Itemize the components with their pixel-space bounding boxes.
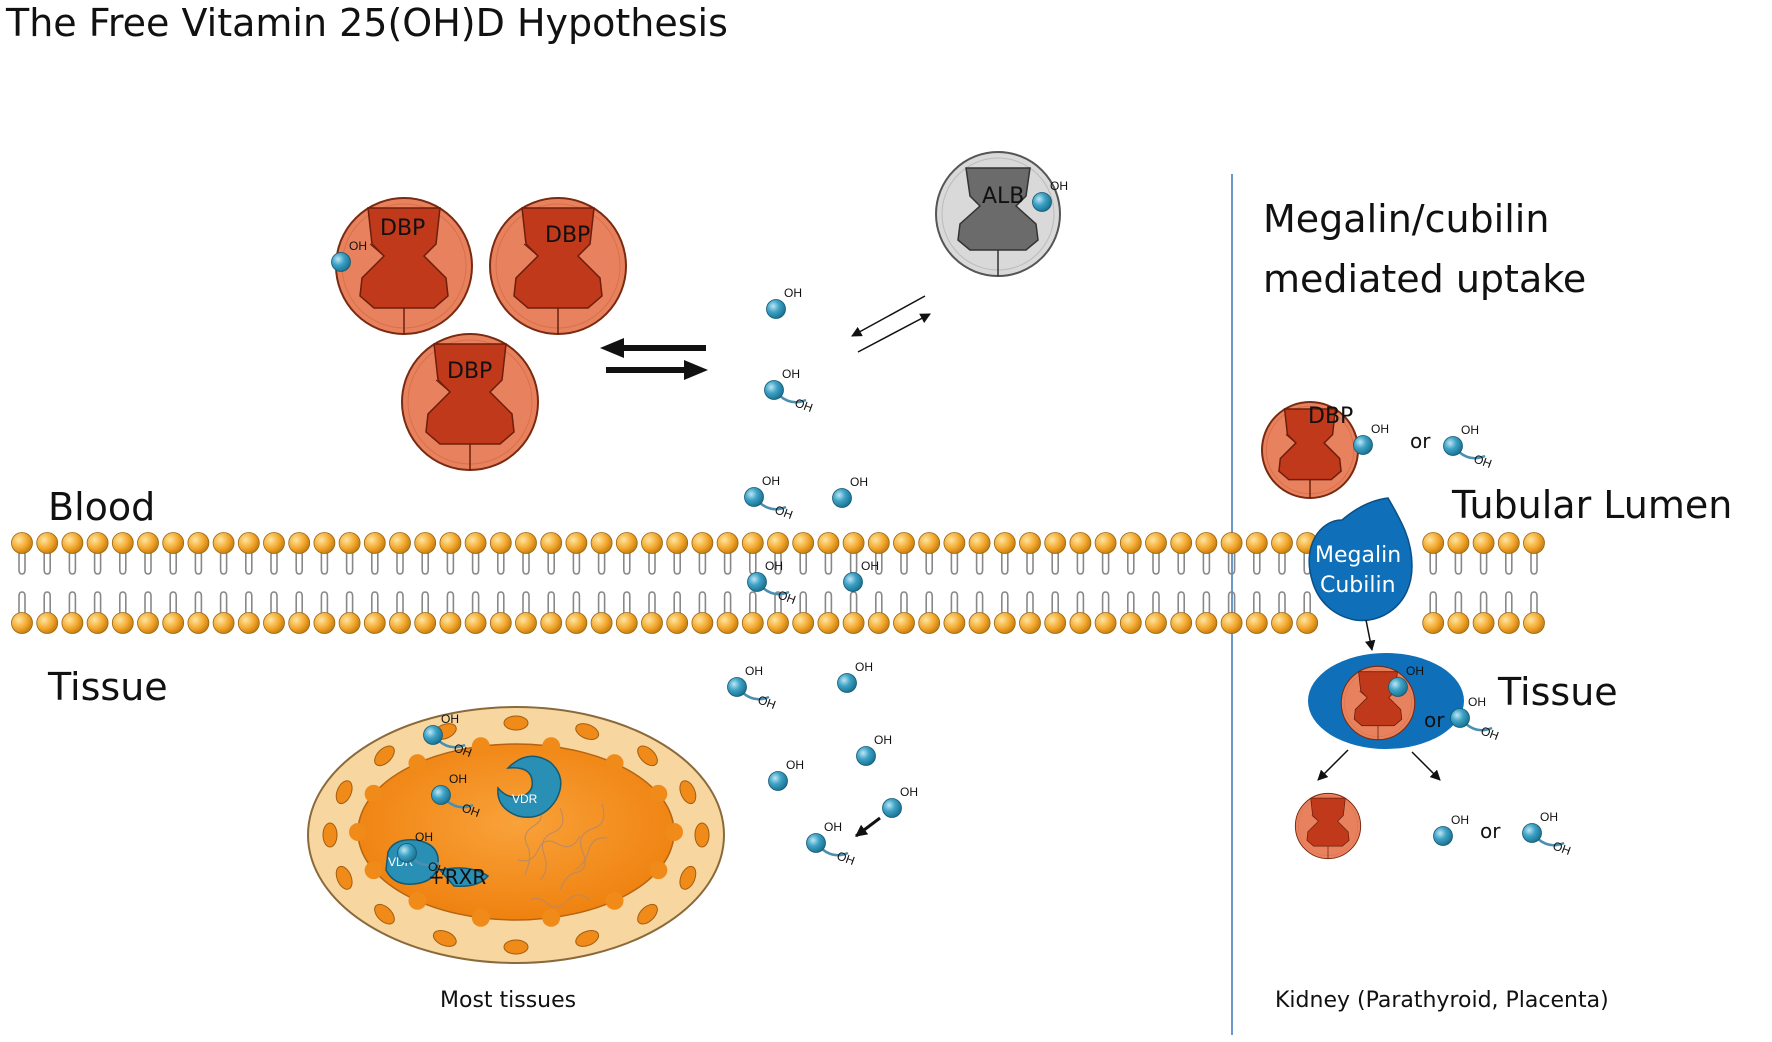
tissue-label: Tissue xyxy=(47,665,168,709)
oh-label: OH xyxy=(782,367,800,381)
vitamin-d-molecules: OH OH OH OH OH OH OH OH OH OH OH OH OH OH OH OH OH OH OH OH… xyxy=(331,179,1573,878)
albumin-protein xyxy=(935,151,1061,277)
oh-label: OH xyxy=(426,859,448,878)
oh-label: OH xyxy=(452,741,474,760)
cell-nucleus xyxy=(357,743,675,921)
oh-label: OH xyxy=(349,239,367,253)
oh-label: OH xyxy=(1371,422,1389,436)
dbp-lumen xyxy=(1261,401,1359,499)
oh-label: OH xyxy=(1551,839,1573,858)
or-label-1: or xyxy=(1410,429,1431,453)
dbp-endosome xyxy=(1340,665,1416,741)
release-arrow-left xyxy=(1317,749,1349,781)
oh-label: OH xyxy=(765,559,783,573)
kidney-caption: Kidney (Parathyroid, Placenta) xyxy=(1275,988,1609,1013)
oh-label: OH xyxy=(1479,724,1501,743)
oh-label: OH xyxy=(874,733,892,747)
oh-label: OH xyxy=(773,503,795,522)
oh-label: OH xyxy=(1472,452,1494,471)
vdr-cytoplasm xyxy=(497,755,562,818)
megalin-label: Megalin xyxy=(1315,543,1401,568)
or-label-2: or xyxy=(1424,708,1445,732)
oh-label: OH xyxy=(824,820,842,834)
most-tissues-caption: Most tissues xyxy=(440,988,576,1013)
oh-label: OH xyxy=(441,712,459,726)
oh-label: OH xyxy=(1406,664,1424,678)
oh-label: OH xyxy=(835,849,857,868)
dbp-label-2: DBP xyxy=(545,223,590,248)
oh-label: OH xyxy=(861,559,879,573)
figure-title: The Free Vitamin 25(OH)D Hypothesis xyxy=(5,1,728,45)
oh-label: OH xyxy=(415,830,433,844)
tissue-right-label: Tissue xyxy=(1497,670,1618,714)
oh-label: OH xyxy=(786,758,804,772)
megalin-cubilin-receptor xyxy=(1308,497,1413,622)
dbp-label-4: DBP xyxy=(1308,404,1353,429)
oh-label: OH xyxy=(850,475,868,489)
rxr-label: +RXR xyxy=(428,865,486,889)
oh-label: OH xyxy=(900,785,918,799)
dbp-equilibrium-arrows xyxy=(600,338,708,380)
cubilin-label: Cubilin xyxy=(1320,573,1396,598)
megalin-title-line1: Megalin/cubilin xyxy=(1263,197,1549,241)
megalin-title-line2: mediated uptake xyxy=(1263,257,1586,301)
dbp-bound-1 xyxy=(335,197,473,335)
vdr-label-1: VDR xyxy=(512,792,538,806)
oh-label: OH xyxy=(449,772,467,786)
dbp-bound-2 xyxy=(401,333,539,471)
release-arrow-right xyxy=(1411,751,1441,781)
uptake-arrow xyxy=(1364,619,1376,652)
blood-label: Blood xyxy=(48,485,155,529)
or-label-3: or xyxy=(1480,819,1501,843)
oh-label: OH xyxy=(784,286,802,300)
oh-label: OH xyxy=(1451,813,1469,827)
oh-label: OH xyxy=(1461,423,1479,437)
oh-label: OH xyxy=(460,801,482,820)
oh-label: OH xyxy=(756,693,778,712)
oh-label: OH xyxy=(1050,179,1068,193)
oh-label: OH xyxy=(776,588,798,607)
oh-label: OH xyxy=(793,396,815,415)
alb-equilibrium-arrows xyxy=(851,295,931,353)
dbp-released xyxy=(1294,792,1362,860)
dbp-label-3: DBP xyxy=(447,359,492,384)
tubular-lumen-label: Tubular Lumen xyxy=(1451,483,1732,527)
dbp-free xyxy=(489,197,627,335)
oh-label: OH xyxy=(855,660,873,674)
oh-label: OH xyxy=(745,664,763,678)
oh-label: OH xyxy=(1468,695,1486,709)
oh-label: OH xyxy=(1540,810,1558,824)
oh-label: OH xyxy=(762,474,780,488)
dbp-label-1: DBP xyxy=(380,216,425,241)
lipid-bilayer xyxy=(11,532,1545,634)
alb-label: ALB xyxy=(982,184,1024,209)
target-cell: VDR VDR +RXR xyxy=(307,706,725,964)
